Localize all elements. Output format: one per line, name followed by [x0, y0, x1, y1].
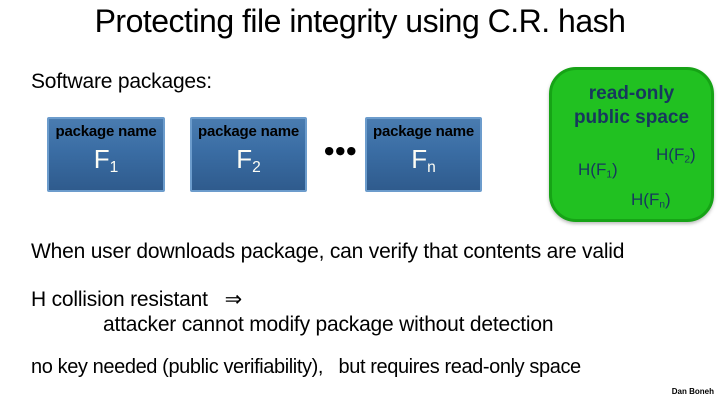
hash-pre: H(F	[578, 160, 607, 179]
hash-label-f1: H(F1)	[578, 160, 618, 180]
public-space-title: read-only public space	[552, 82, 711, 130]
software-packages-heading: Software packages:	[31, 70, 212, 93]
package-box-f1: package name F1	[47, 117, 165, 192]
package-box-f2: package name F2	[190, 117, 307, 192]
body-line-verify: When user downloads package, can verify …	[31, 240, 625, 263]
package-label-f2: F2	[192, 144, 305, 175]
hash-sub: n	[659, 199, 665, 211]
package-name-header: package name	[198, 123, 299, 140]
hash-label-f2: H(F2)	[656, 145, 696, 165]
body-line-no-key: no key needed (public verifiability), bu…	[31, 356, 581, 378]
author-credit: Dan Boneh	[671, 387, 714, 396]
package-label-main: F	[411, 144, 428, 174]
public-space-title-line1: read-only	[588, 83, 675, 104]
package-name-header: package name	[55, 123, 157, 140]
package-label-sub: n	[427, 158, 436, 176]
hash-label-fn: H(Fn)	[631, 190, 671, 210]
hash-sub: 1	[606, 169, 612, 181]
hash-post: )	[690, 145, 696, 164]
hash-pre: H(F	[631, 190, 660, 209]
package-label-f1: F1	[49, 144, 163, 175]
package-label-sub: 2	[252, 158, 261, 176]
hash-post: )	[612, 160, 618, 179]
package-label-main: F	[93, 144, 110, 174]
package-label-sub: 1	[109, 158, 119, 176]
hash-pre: H(F	[656, 145, 685, 164]
body-line-attacker: attacker cannot modify package without d…	[103, 313, 554, 336]
public-space-title-line2: public space	[573, 106, 690, 128]
package-label-main: F	[236, 144, 253, 174]
hash-sub: 2	[684, 154, 690, 166]
hash-post: )	[665, 190, 671, 209]
public-space-panel: read-only public space H(F1) H(F2) H(Fn)	[549, 67, 714, 222]
ellipsis-dots: ●●●	[324, 144, 358, 157]
slide-title: Protecting file integrity using C.R. has…	[94, 3, 626, 39]
package-box-fn: package name Fn	[365, 117, 482, 192]
body-line-collision-resistant: H collision resistant ⇒	[31, 288, 242, 311]
package-label-fn: Fn	[367, 144, 480, 175]
package-name-header: package name	[373, 123, 474, 140]
